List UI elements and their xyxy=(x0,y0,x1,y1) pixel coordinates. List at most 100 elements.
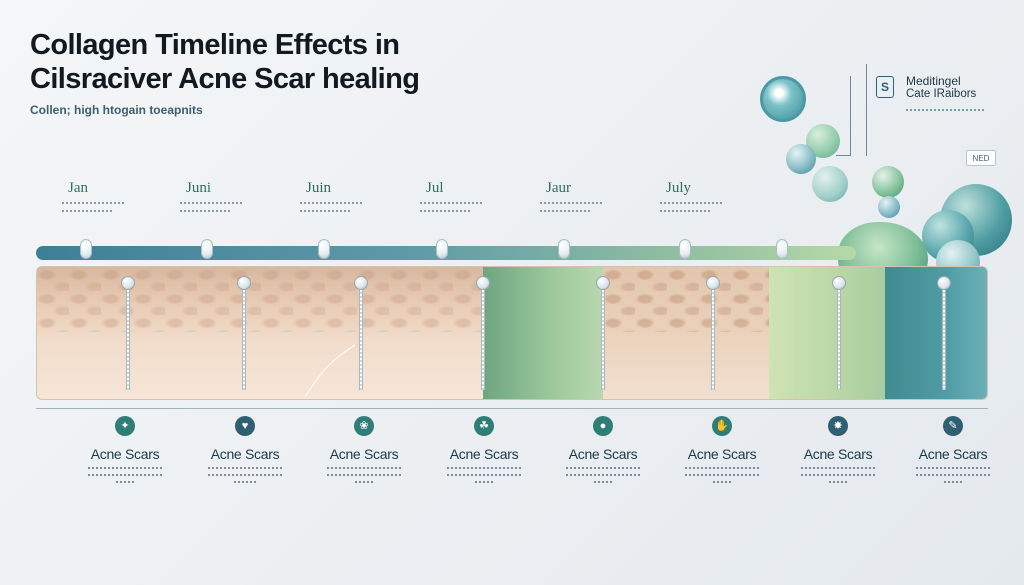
timeline-knob[interactable] xyxy=(318,239,330,259)
scar-stage-item: ✸ Acne Scars xyxy=(783,416,893,483)
pin-shaft xyxy=(359,290,363,390)
collagen-segment xyxy=(769,267,885,399)
collagen-pin xyxy=(121,276,135,394)
month-dotted-line xyxy=(660,202,722,205)
scar-stage-item: ✎ Acne Scars xyxy=(898,416,1008,483)
month-column: July xyxy=(660,178,760,213)
month-label: Juin xyxy=(306,180,332,196)
scar-stage-item: ❀ Acne Scars xyxy=(309,416,419,483)
stage-description xyxy=(783,467,893,483)
collagen-segment xyxy=(885,267,987,399)
leaf-icon: ✦ xyxy=(115,416,135,436)
bubble xyxy=(786,144,816,174)
legend-line xyxy=(866,64,867,156)
legend: S Meditingel Cate IRaibors xyxy=(866,64,1006,174)
pin-shaft xyxy=(837,290,841,390)
timeline-knob[interactable] xyxy=(80,239,92,259)
month-label: Jul xyxy=(426,180,444,196)
legend-subtitle: Cate IRaibors xyxy=(906,88,977,100)
month-dotted-line xyxy=(300,210,350,213)
bubble xyxy=(878,196,900,218)
sprout-icon: ☘ xyxy=(474,416,494,436)
stage-label: Acne Scars xyxy=(210,446,280,462)
scar-stage-item: ✋ Acne Scars xyxy=(667,416,777,483)
month-dotted-line xyxy=(300,202,362,205)
month-dotted-line xyxy=(660,210,710,213)
pin-shaft xyxy=(942,290,946,390)
month-dotted-line xyxy=(180,210,230,213)
timeline-knob[interactable] xyxy=(558,239,570,259)
pin-shaft xyxy=(711,290,715,390)
stage-label: Acne Scars xyxy=(687,446,757,462)
timeline-knob[interactable] xyxy=(201,239,213,259)
collagen-pin xyxy=(596,276,610,394)
month-column: Jan xyxy=(62,178,162,213)
bubble xyxy=(872,166,904,198)
timeline-knob[interactable] xyxy=(436,239,448,259)
timeline-knob[interactable] xyxy=(679,239,691,259)
month-dotted-line xyxy=(420,202,482,205)
collagen-pin xyxy=(354,276,368,394)
herb-icon: ❀ xyxy=(354,416,374,436)
connector-line xyxy=(850,76,851,156)
bubble-ring xyxy=(760,76,806,122)
skin-texture xyxy=(603,267,769,332)
molecule-icon: ✸ xyxy=(828,416,848,436)
month-dotted-line xyxy=(540,202,602,205)
scar-stage-item: ♥ Acne Scars xyxy=(190,416,300,483)
hand-icon: ✋ xyxy=(712,416,732,436)
skin-segment xyxy=(603,267,769,399)
month-dotted-line xyxy=(540,210,590,213)
pin-head xyxy=(476,276,490,290)
brush-icon: ✎ xyxy=(943,416,963,436)
pin-shaft xyxy=(126,290,130,390)
month-dotted-line xyxy=(420,210,470,213)
stage-description xyxy=(190,467,300,483)
collagen-pin xyxy=(706,276,720,394)
month-column: Jul xyxy=(420,178,520,213)
month-label: Jaur xyxy=(546,180,571,196)
collagen-pin xyxy=(237,276,251,394)
stage-description xyxy=(667,467,777,483)
pin-shaft xyxy=(601,290,605,390)
skin-layer-band xyxy=(36,266,988,400)
scar-stage-item: ✦ Acne Scars xyxy=(70,416,180,483)
pin-shaft xyxy=(242,290,246,390)
stage-description xyxy=(70,467,180,483)
month-label: Jan xyxy=(68,180,88,196)
title-line-1: Collagen Timeline Effects in xyxy=(30,29,400,61)
page-subtitle: Collen; high htogain toeapnits xyxy=(30,103,203,117)
stage-label: Acne Scars xyxy=(803,446,873,462)
timeline-knob[interactable] xyxy=(776,239,788,259)
pin-head xyxy=(237,276,251,290)
month-dotted-line xyxy=(62,202,124,205)
collagen-segment xyxy=(483,267,603,399)
pin-head xyxy=(121,276,135,290)
legend-title: Meditingel xyxy=(906,74,961,88)
collagen-pin xyxy=(937,276,951,394)
pin-head xyxy=(596,276,610,290)
stage-label: Acne Scars xyxy=(329,446,399,462)
stage-description xyxy=(429,467,539,483)
stage-label: Acne Scars xyxy=(449,446,519,462)
month-label: Juni xyxy=(186,180,212,196)
pin-shaft xyxy=(481,290,485,390)
month-column: Juin xyxy=(300,178,400,213)
scar-stage-item: ☘ Acne Scars xyxy=(429,416,539,483)
pin-head xyxy=(354,276,368,290)
stage-label: Acne Scars xyxy=(90,446,160,462)
month-dotted-line xyxy=(180,202,242,205)
stage-label: Acne Scars xyxy=(918,446,988,462)
page-title: Collagen Timeline Effects in Cilsraciver… xyxy=(30,28,420,96)
stage-description xyxy=(548,467,658,483)
pin-head xyxy=(706,276,720,290)
corner-tag: NED xyxy=(966,150,996,166)
month-column: Jaur xyxy=(540,178,640,213)
title-line-2: Cilsraciver Acne Scar healing xyxy=(30,63,420,95)
stage-description xyxy=(898,467,1008,483)
scar-stage-item: ● Acne Scars xyxy=(548,416,658,483)
pin-head xyxy=(937,276,951,290)
pin-head xyxy=(832,276,846,290)
month-column: Juni xyxy=(180,178,280,213)
skin-fiber xyxy=(304,344,356,398)
